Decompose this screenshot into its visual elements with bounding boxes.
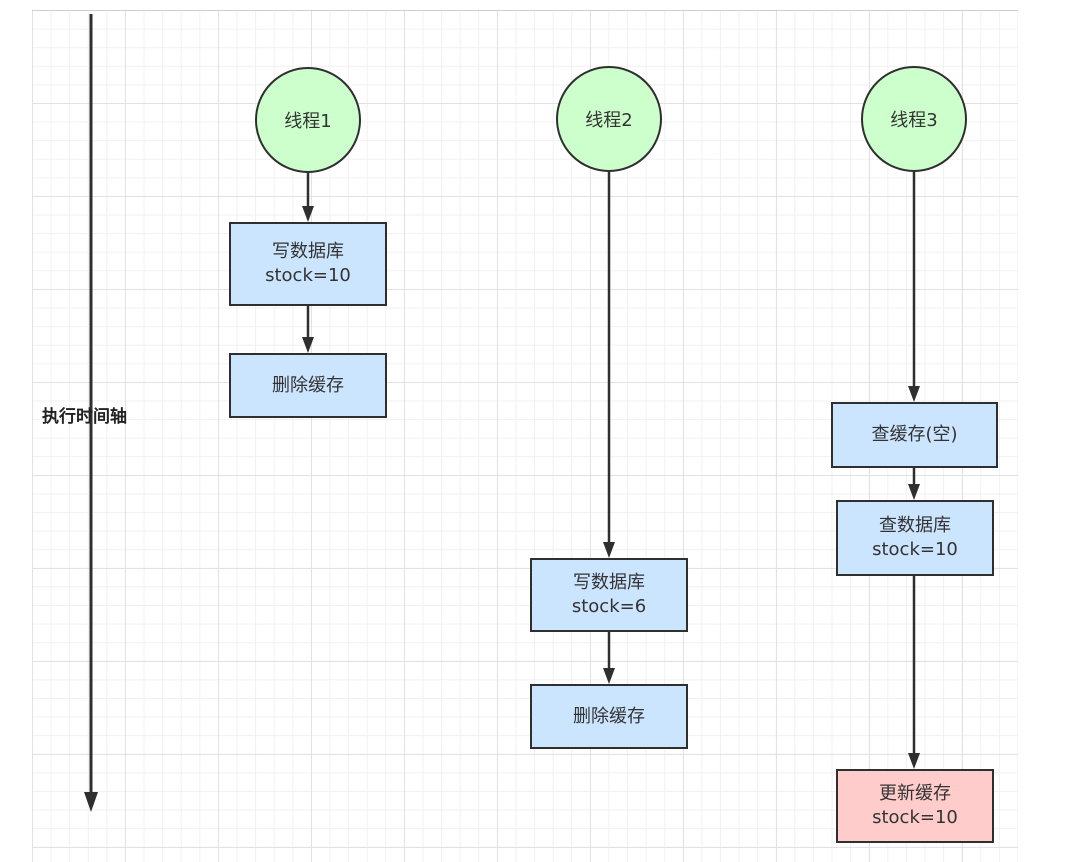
thread3-update-cache-step[interactable]: 更新缓存 stock=10 — [836, 769, 994, 843]
edge-thread3-db-to-update-arrowhead — [908, 753, 920, 769]
step-line1: 更新缓存 — [879, 783, 951, 804]
thread2-write-db-step[interactable]: 写数据库 stock=6 — [530, 558, 688, 632]
edge-thread3-to-query-cache-arrowhead — [908, 386, 920, 402]
edge-thread2-write-to-delete-arrowhead — [603, 668, 615, 684]
thread1-node[interactable]: 线程1 — [255, 67, 361, 173]
time-axis-arrowhead — [84, 792, 98, 812]
step-line1: 查缓存(空) — [871, 424, 958, 445]
thread2-delete-cache-step[interactable]: 删除缓存 — [530, 684, 688, 749]
time-axis-label: 执行时间轴 — [42, 407, 127, 427]
step-line1: 查数据库 — [879, 515, 951, 536]
thread1-title: 线程1 — [284, 111, 332, 132]
thread3-query-cache-step[interactable]: 查缓存(空) — [831, 402, 998, 468]
thread3-node[interactable]: 线程3 — [861, 66, 967, 172]
canvas-top-border — [32, 10, 1018, 11]
step-line2: stock=10 — [265, 265, 351, 286]
thread1-delete-cache-step[interactable]: 删除缓存 — [229, 353, 387, 418]
step-line1: 写数据库 — [573, 572, 645, 593]
thread3-title: 线程3 — [890, 110, 938, 131]
step-line1: 删除缓存 — [573, 705, 645, 727]
thread1-write-db-step[interactable]: 写数据库 stock=10 — [229, 222, 387, 306]
step-line1: 删除缓存 — [272, 374, 344, 396]
thread2-node[interactable]: 线程2 — [556, 66, 662, 172]
edge-thread1-to-write-arrowhead — [302, 206, 314, 222]
step-line1: 写数据库 — [272, 241, 344, 262]
edge-thread1-write-to-delete-arrowhead — [302, 337, 314, 353]
step-line2: stock=10 — [872, 539, 958, 560]
step-line2: stock=10 — [872, 807, 958, 828]
thread2-title: 线程2 — [585, 110, 633, 131]
step-line2: stock=6 — [571, 596, 647, 617]
edge-thread3-cache-to-db-arrowhead — [908, 484, 920, 500]
edge-thread2-to-write-arrowhead — [603, 542, 615, 558]
thread3-query-db-step[interactable]: 查数据库 stock=10 — [836, 500, 994, 576]
